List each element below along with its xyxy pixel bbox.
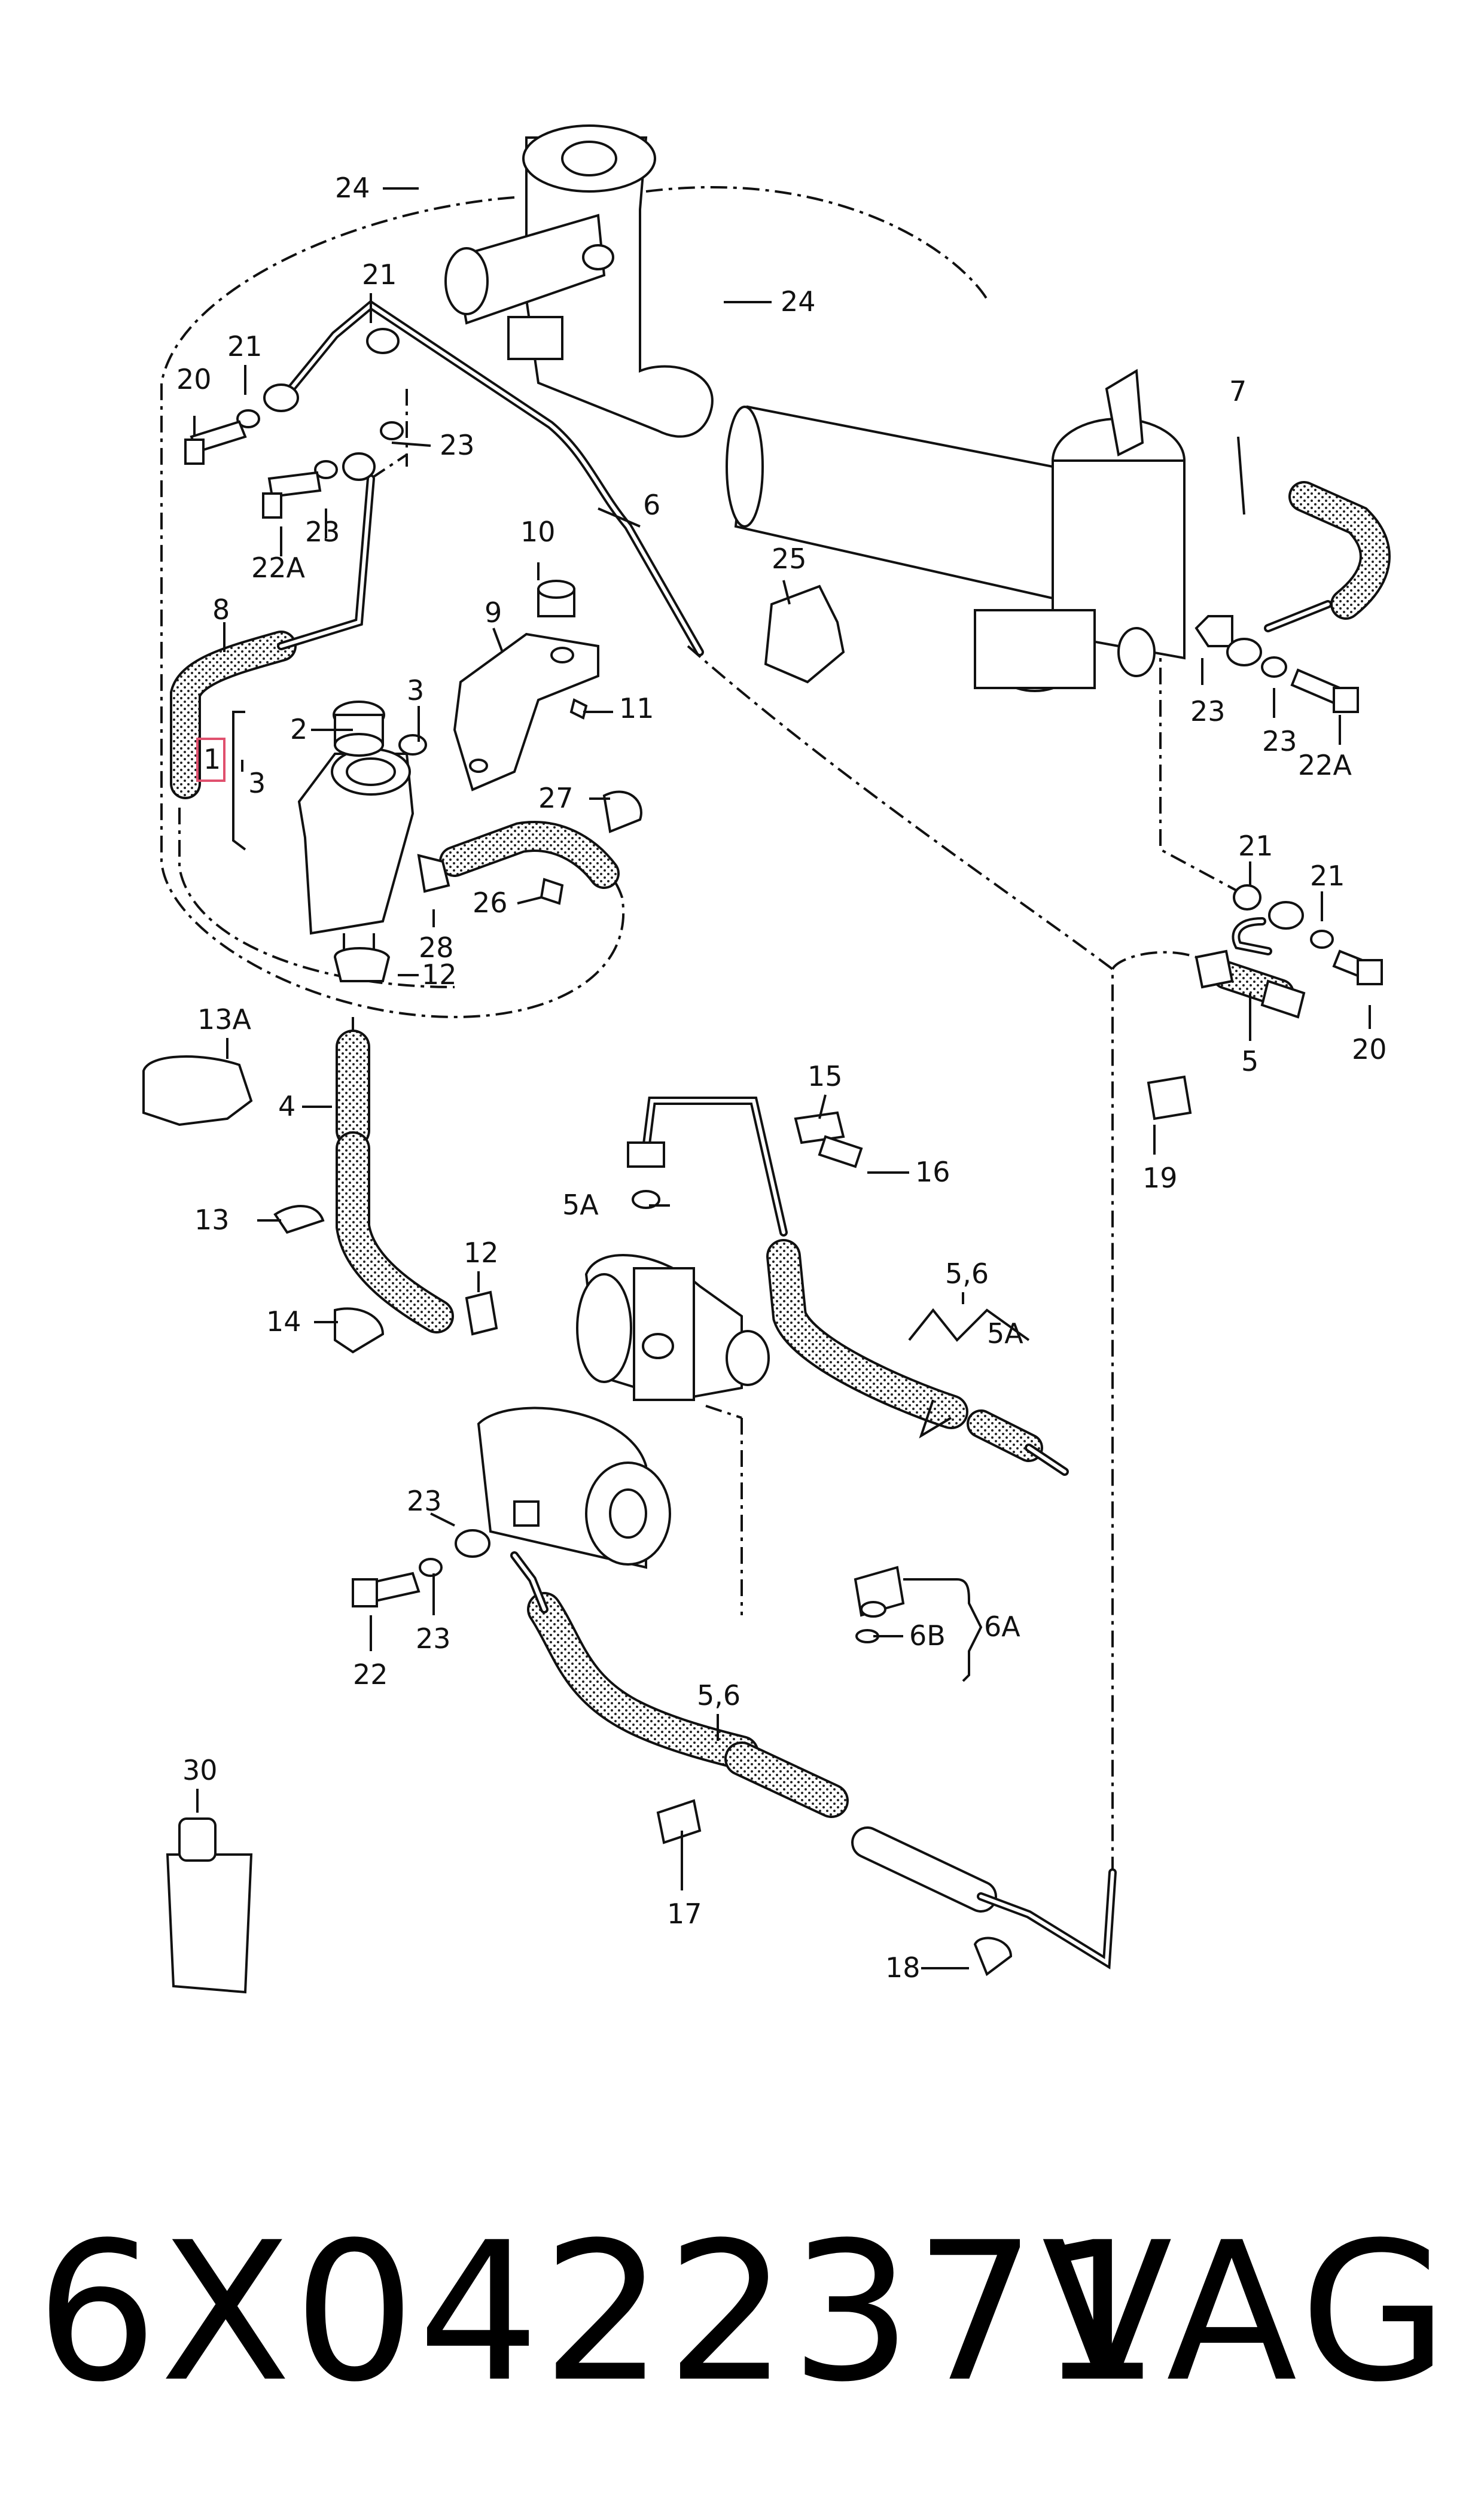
callout-22A: 22A xyxy=(1298,749,1352,781)
pulley xyxy=(477,1406,671,1569)
power-steering-pump xyxy=(576,1253,770,1402)
callout-5-6: 5,6 xyxy=(945,1258,989,1290)
callout-5-6: 5,6 xyxy=(697,1679,741,1712)
callout-21: 21 xyxy=(227,330,263,363)
callout-19: 19 xyxy=(1142,1162,1178,1194)
fluid-bottle xyxy=(166,1817,253,1994)
callout-26: 26 xyxy=(473,887,508,919)
callout-3: 3 xyxy=(407,674,424,707)
callout-16: 16 xyxy=(915,1156,950,1188)
callout-13A: 13A xyxy=(197,1003,252,1036)
callout-2: 2 xyxy=(290,713,307,745)
callout-23: 23 xyxy=(440,429,475,461)
brand-name: VAG xyxy=(1041,2202,1454,2424)
callout-23: 23 xyxy=(1190,695,1226,727)
callout-labels: 24 24 21 21 20 23 23 22A 6 7 8 10 9 25 3… xyxy=(176,172,1387,1984)
callout-9: 9 xyxy=(484,596,502,629)
callout-11: 11 xyxy=(619,692,654,724)
callout-24: 24 xyxy=(335,172,370,204)
callout-1: 1 xyxy=(203,743,221,775)
callout-21: 21 xyxy=(1310,860,1345,892)
callout-22: 22 xyxy=(353,1658,388,1691)
callout-21: 21 xyxy=(362,258,397,291)
callout-23: 23 xyxy=(407,1485,442,1517)
callout-10: 10 xyxy=(520,516,556,548)
callout-12: 12 xyxy=(464,1237,499,1269)
callout-13: 13 xyxy=(194,1204,230,1236)
bracket xyxy=(453,632,599,791)
callout-21: 21 xyxy=(1238,830,1273,862)
fittings xyxy=(142,328,1383,1977)
callout-20: 20 xyxy=(176,363,212,395)
callout-17: 17 xyxy=(667,1898,702,1930)
callout-14: 14 xyxy=(266,1305,301,1338)
callout-23: 23 xyxy=(1262,725,1297,757)
footer: 6X0422371 VAG xyxy=(24,2178,1460,2477)
callout-3: 3 xyxy=(248,767,266,799)
callout-24: 24 xyxy=(781,285,816,318)
callout-12: 12 xyxy=(422,958,457,991)
callout-18: 18 xyxy=(885,1951,921,1984)
callout-4: 4 xyxy=(278,1090,295,1122)
callout-25: 25 xyxy=(772,543,807,575)
callout-30: 30 xyxy=(182,1754,218,1786)
callout-22A: 22A xyxy=(251,552,306,584)
callout-5: 5 xyxy=(1241,1045,1258,1077)
steering-rack xyxy=(726,369,1186,692)
callout-20: 20 xyxy=(1352,1033,1387,1065)
leader-lines xyxy=(193,187,1371,1969)
callout-6: 6 xyxy=(643,489,660,521)
callout-27: 27 xyxy=(538,782,574,814)
callout-6B: 6B xyxy=(909,1619,946,1652)
brake-booster-assembly xyxy=(444,124,714,438)
callout-15: 15 xyxy=(807,1060,843,1092)
highlight-box xyxy=(196,738,226,782)
power-steering-parts-diagram: 24 24 21 21 20 23 23 22A 6 7 8 10 9 25 3… xyxy=(142,124,1391,1994)
callout-23: 23 xyxy=(305,516,340,548)
reservoir xyxy=(297,748,415,952)
callout-5A: 5A xyxy=(562,1189,599,1221)
callout-6A: 6A xyxy=(984,1610,1020,1643)
rigid-lines-inner xyxy=(279,303,1330,1966)
callout-5A: 5A xyxy=(987,1317,1023,1350)
callout-8: 8 xyxy=(212,593,230,626)
hoses xyxy=(170,481,1391,1913)
callout-7: 7 xyxy=(1229,375,1247,407)
callout-28: 28 xyxy=(419,931,454,964)
callout-23: 23 xyxy=(416,1622,451,1655)
part-number: 6X0422371 xyxy=(36,2202,1163,2424)
